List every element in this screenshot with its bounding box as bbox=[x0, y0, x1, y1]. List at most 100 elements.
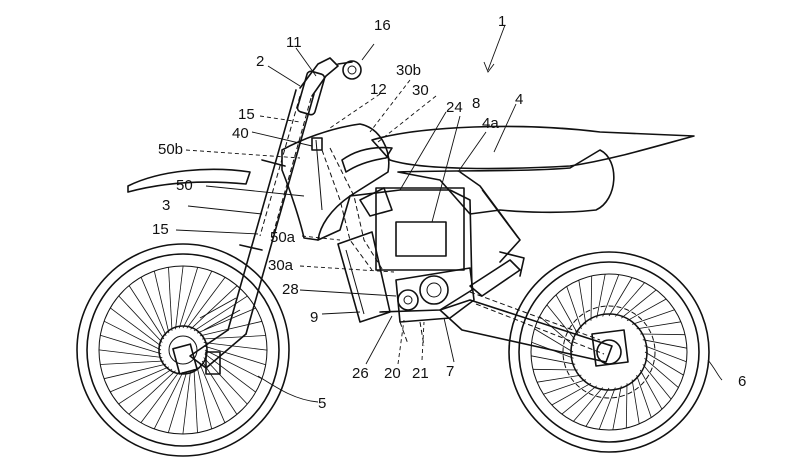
label-50b: 50b bbox=[158, 141, 183, 158]
spoke bbox=[573, 387, 604, 422]
label-30a: 30a bbox=[268, 257, 294, 274]
front-fork bbox=[172, 89, 315, 375]
spoke bbox=[202, 335, 266, 340]
spoke bbox=[534, 328, 574, 353]
label-24: 24 bbox=[446, 99, 463, 116]
spoke bbox=[640, 333, 686, 336]
spoke bbox=[642, 364, 672, 400]
front-spokes bbox=[98, 265, 268, 435]
spoke bbox=[153, 270, 170, 334]
spoke bbox=[644, 357, 679, 388]
rear-body bbox=[397, 149, 615, 263]
label-26: 26 bbox=[352, 365, 369, 382]
label-15-upper: 15 bbox=[238, 106, 255, 123]
spoke bbox=[636, 321, 681, 330]
spoke bbox=[103, 320, 162, 351]
spoke bbox=[140, 277, 167, 337]
label-11: 11 bbox=[286, 34, 302, 51]
spoke bbox=[204, 349, 263, 380]
rear-wheel bbox=[508, 251, 710, 453]
spoke bbox=[186, 277, 226, 329]
spoke bbox=[612, 385, 622, 430]
label-50: 50 bbox=[176, 177, 193, 194]
spoke bbox=[644, 345, 687, 363]
spoke bbox=[596, 274, 606, 319]
spoke bbox=[110, 307, 162, 347]
label-4: 4 bbox=[515, 91, 523, 108]
spoke bbox=[118, 295, 163, 343]
spoke bbox=[636, 374, 652, 418]
spoke bbox=[590, 275, 593, 321]
spoke bbox=[100, 334, 162, 355]
spoke bbox=[201, 360, 238, 415]
spoke bbox=[175, 265, 184, 330]
spoke bbox=[100, 360, 164, 365]
spoke bbox=[128, 370, 176, 415]
spoke bbox=[168, 267, 173, 331]
spoke bbox=[578, 280, 587, 325]
spoke bbox=[153, 371, 184, 430]
spoke bbox=[128, 285, 165, 340]
label-16: 16 bbox=[374, 17, 391, 34]
spoke bbox=[539, 316, 574, 347]
spoke bbox=[625, 383, 628, 429]
label-1: 1 bbox=[498, 13, 506, 30]
front-wheel bbox=[76, 243, 290, 457]
spoke bbox=[203, 342, 268, 351]
spoke bbox=[631, 309, 675, 325]
spoke bbox=[585, 387, 610, 427]
spoke bbox=[193, 369, 198, 433]
spoke bbox=[199, 363, 226, 423]
spoke bbox=[608, 277, 633, 317]
label-4a: 4a bbox=[482, 115, 499, 132]
drive-unit bbox=[395, 267, 475, 347]
spoke bbox=[190, 285, 238, 330]
label-5: 5 bbox=[318, 395, 326, 412]
spoke bbox=[566, 286, 582, 330]
spoke bbox=[140, 371, 180, 423]
label-28: 28 bbox=[282, 281, 299, 298]
label-2: 2 bbox=[256, 53, 264, 70]
spoke bbox=[167, 371, 188, 433]
battery-case bbox=[337, 231, 391, 323]
spoke bbox=[551, 382, 592, 406]
spoke bbox=[602, 274, 620, 317]
spoke bbox=[103, 363, 167, 380]
spoke bbox=[182, 270, 213, 329]
label-3: 3 bbox=[162, 197, 170, 214]
spoke bbox=[626, 298, 667, 322]
label-7: 7 bbox=[446, 363, 454, 380]
label-15-lower: 15 bbox=[152, 221, 169, 238]
spoke bbox=[644, 351, 684, 376]
spoke bbox=[203, 357, 248, 405]
label-30b: 30b bbox=[396, 62, 421, 79]
spoke bbox=[631, 379, 640, 424]
seat bbox=[371, 125, 695, 170]
label-20: 20 bbox=[384, 365, 401, 382]
spoke bbox=[639, 369, 663, 410]
spoke bbox=[598, 387, 616, 430]
main-frame bbox=[317, 147, 473, 313]
leader-lines bbox=[175, 24, 723, 403]
front-shroud bbox=[281, 123, 393, 241]
spoke bbox=[178, 267, 199, 329]
spoke bbox=[204, 353, 256, 393]
label-8: 8 bbox=[472, 95, 480, 112]
label-50a: 50a bbox=[270, 229, 296, 246]
label-30: 30 bbox=[412, 82, 429, 99]
label-12: 12 bbox=[370, 81, 387, 98]
spoke bbox=[614, 282, 645, 317]
label-9: 9 bbox=[310, 309, 318, 326]
spoke bbox=[196, 366, 213, 430]
label-6: 6 bbox=[738, 373, 746, 390]
swing-arm bbox=[439, 251, 629, 367]
spoke bbox=[199, 320, 263, 337]
reference-labels: 1 2 3 4 4a 5 6 7 8 9 11 12 15 15 16 20 2… bbox=[152, 13, 746, 412]
spoke bbox=[537, 374, 582, 383]
rear-spokes bbox=[531, 274, 687, 430]
spoke bbox=[182, 370, 191, 435]
spoke bbox=[642, 339, 687, 349]
spoke bbox=[532, 368, 578, 371]
spoke bbox=[531, 355, 576, 365]
